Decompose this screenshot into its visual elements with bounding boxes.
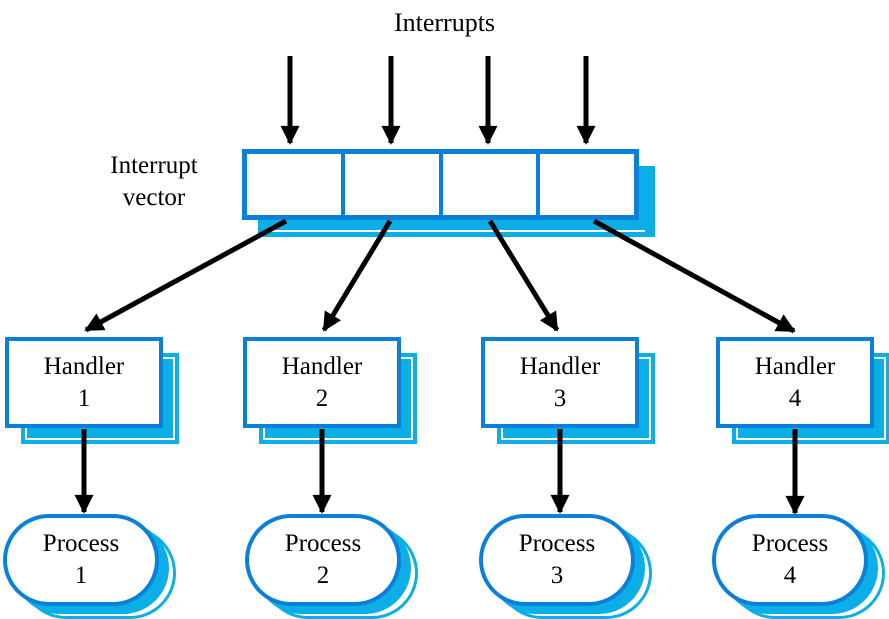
process-4-title: Process — [751, 530, 829, 557]
vector-cell-2 — [340, 154, 439, 215]
handler-3-number: 3 — [553, 384, 567, 412]
handler-4-box: Handler 4 — [716, 337, 889, 444]
handler-2-face: Handler 2 — [243, 337, 401, 428]
process-3-title: Process — [518, 530, 596, 557]
vector-cell-3 — [438, 154, 537, 215]
process-2-face: Process 2 — [245, 514, 401, 606]
handler-3-box: Handler 3 — [481, 337, 655, 444]
interrupt-vector-label-line1: Interrupt — [110, 152, 198, 179]
handler-1-number: 1 — [77, 384, 91, 412]
handler-4-title: Handler — [754, 352, 836, 380]
vector-cell-1 — [247, 154, 341, 215]
process-2-number: 2 — [316, 562, 330, 589]
vector-to-handler-3-arrow — [487, 219, 560, 332]
diagram-title: Interrupts — [393, 8, 496, 37]
handler-1-face: Handler 1 — [5, 337, 163, 428]
handler-1-box: Handler 1 — [5, 337, 179, 444]
process-3-face: Process 3 — [479, 514, 635, 606]
interrupt-vector-face — [242, 149, 639, 220]
vector-cell-4 — [536, 154, 634, 215]
process-3-node: Process 3 — [479, 514, 652, 619]
process-4-node: Process 4 — [712, 514, 885, 619]
process-1-node: Process 1 — [3, 514, 176, 619]
vector-to-handler-2-arrow — [321, 219, 393, 332]
vector-to-handler-1-arrow — [84, 218, 288, 333]
handler-2-number: 2 — [315, 384, 329, 412]
handler-4-face: Handler 4 — [716, 337, 874, 428]
process-2-node: Process 2 — [245, 514, 418, 619]
process-1-number: 1 — [74, 562, 88, 589]
process-4-number: 4 — [783, 562, 797, 589]
handler-3-face: Handler 3 — [481, 337, 639, 428]
handler-4-number: 4 — [788, 384, 802, 412]
handler-2-box: Handler 2 — [243, 337, 417, 444]
process-4-face: Process 4 — [712, 514, 868, 606]
handler-2-title: Handler — [281, 352, 363, 380]
vector-to-handler-4-arrow — [592, 218, 796, 334]
process-3-number: 3 — [550, 562, 564, 589]
handler-3-title: Handler — [519, 352, 601, 380]
interrupt-vector-label-line2: vector — [122, 184, 186, 211]
process-1-title: Process — [42, 530, 120, 557]
interrupt-vector-box — [242, 149, 655, 237]
process-1-face: Process 1 — [3, 514, 159, 606]
process-2-title: Process — [284, 530, 362, 557]
handler-1-title: Handler — [43, 352, 125, 380]
interrupt-vector-label: Interrupt vector — [78, 150, 230, 214]
